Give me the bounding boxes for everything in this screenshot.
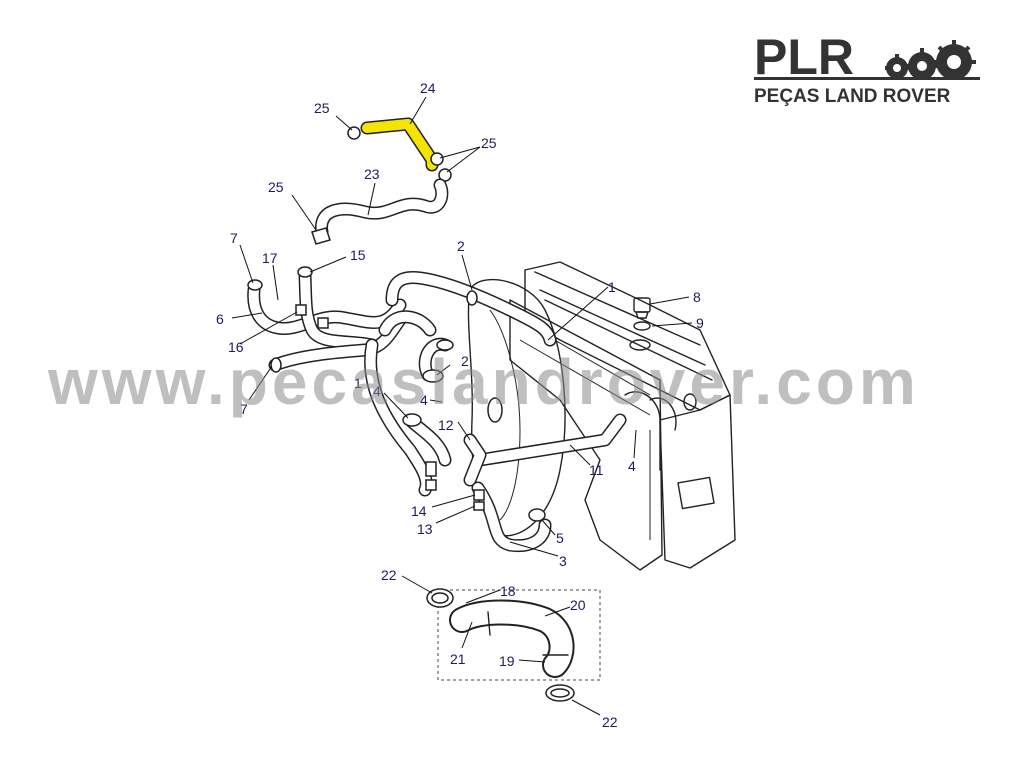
radiator-cap [633, 297, 651, 319]
callout-3: 3 [559, 553, 567, 569]
callout-18: 18 [500, 583, 516, 599]
radiator [467, 261, 736, 571]
hose-24-highlighted [360, 117, 439, 172]
callouts: 25 24 25 25 23 2 7 17 15 6 16 7 1 2 4 4 … [216, 80, 704, 730]
callout-4: 4 [373, 383, 381, 399]
callout-25: 25 [481, 135, 497, 151]
callout-23: 23 [364, 166, 380, 182]
lower-hose-3 [425, 461, 552, 553]
leader-lines [231, 96, 693, 716]
hose-loop [364, 310, 437, 497]
logo-name: PLR [754, 29, 854, 85]
callout-8: 8 [693, 289, 701, 305]
pipe-11 [463, 413, 627, 487]
logo-subtitle: PEÇAS LAND ROVER [754, 86, 951, 107]
callout-7: 7 [230, 230, 238, 246]
callout-19: 19 [499, 653, 515, 669]
callout-2: 2 [457, 238, 465, 254]
callout-20: 20 [570, 597, 586, 613]
callout-12: 12 [438, 417, 454, 433]
cap-seal [633, 321, 651, 331]
callout-4: 4 [420, 392, 428, 408]
clamp-25b [430, 152, 444, 166]
callout-13: 13 [417, 521, 433, 537]
callout-24: 24 [420, 80, 436, 96]
logo-rule [754, 77, 980, 80]
hoses-centre [402, 290, 503, 467]
callout-14: 14 [411, 503, 427, 519]
callout-15: 15 [350, 247, 366, 263]
hose-23 [315, 178, 449, 239]
callout-17: 17 [262, 250, 278, 266]
callout-4: 4 [628, 458, 636, 474]
callout-16: 16 [228, 339, 244, 355]
callout-22: 22 [381, 567, 397, 583]
bottom-hose-kit [426, 588, 601, 702]
callout-2: 2 [461, 353, 469, 369]
gear-icon [885, 40, 976, 80]
callout-1: 1 [608, 279, 616, 295]
clamp-25a [347, 126, 361, 140]
watermark-url: www.pecaslandrover.com [47, 346, 920, 418]
clamp-25d [311, 227, 331, 245]
callout-9: 9 [696, 315, 704, 331]
callout-22: 22 [602, 714, 618, 730]
callout-25: 25 [314, 100, 330, 116]
callout-11: 11 [589, 462, 604, 478]
plr-logo: PLR PEÇAS LAND ROVER [754, 29, 980, 107]
callout-21: 21 [450, 651, 466, 667]
callout-1: 1 [354, 375, 362, 391]
callout-6: 6 [216, 311, 224, 327]
callout-25: 25 [268, 179, 284, 195]
callout-7: 7 [240, 401, 248, 417]
callout-5: 5 [556, 530, 564, 546]
